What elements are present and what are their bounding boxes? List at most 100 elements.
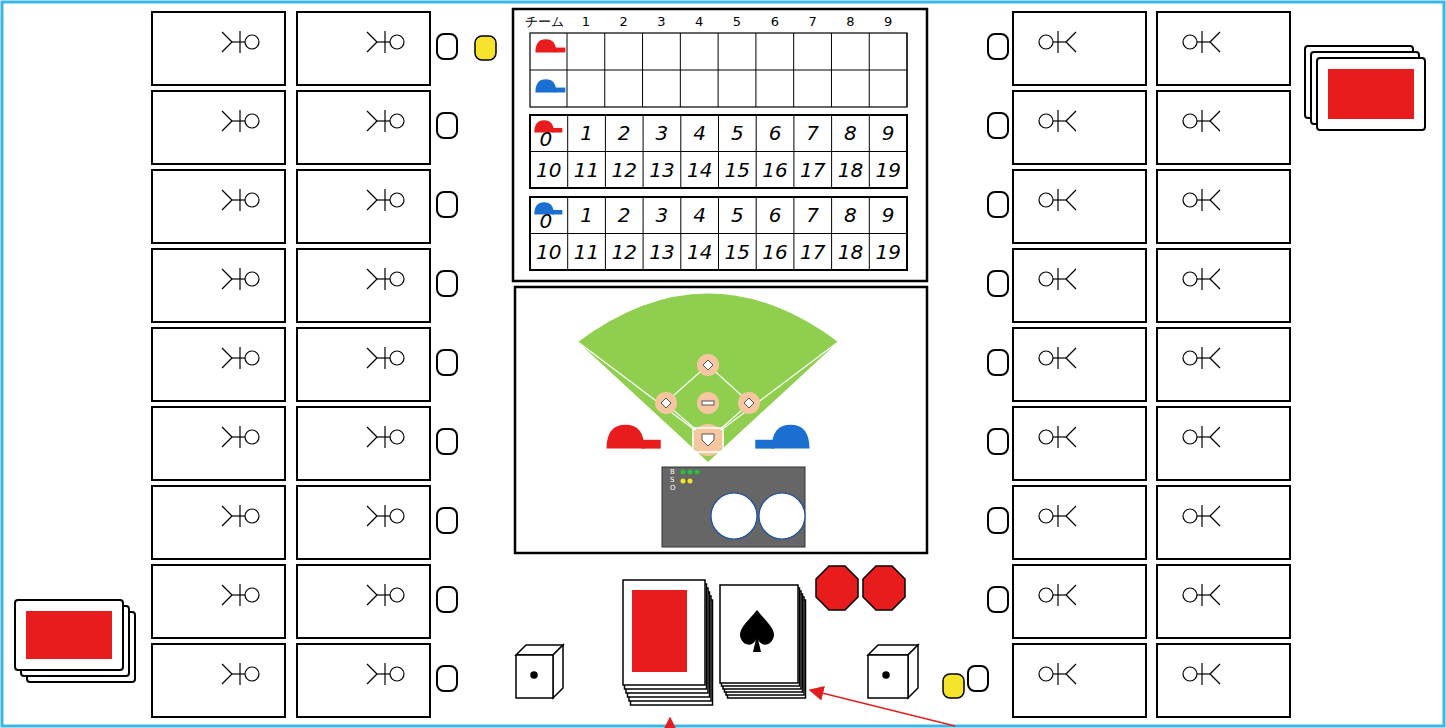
counter-number: 9	[869, 115, 907, 152]
counter-number: 16	[756, 152, 794, 189]
card-back	[1317, 58, 1425, 130]
marker-slot	[988, 271, 1008, 296]
player-card	[1157, 249, 1290, 322]
player-card	[1013, 407, 1146, 480]
counter-number: 3	[643, 115, 681, 152]
counter-number: 0	[527, 203, 565, 240]
marker-slot	[437, 113, 457, 138]
player-card	[297, 565, 430, 638]
pointer-arrow	[670, 690, 955, 728]
player-figure	[367, 268, 404, 290]
counter-number: 1	[568, 115, 606, 152]
counter-number: 2	[605, 197, 643, 234]
player-card	[1013, 249, 1146, 322]
player-card	[297, 91, 430, 164]
player-figure	[1039, 584, 1076, 606]
player-card	[297, 170, 430, 243]
counter-number: 13	[643, 152, 681, 189]
score-header: 2	[605, 12, 643, 30]
score-header: 3	[643, 12, 681, 30]
card-back-pattern	[632, 590, 687, 672]
counter-number: 13	[643, 234, 681, 271]
score-header: 1	[567, 12, 605, 30]
card-face	[720, 585, 798, 683]
marker-slot	[988, 429, 1008, 454]
marker-slot	[988, 508, 1008, 533]
count-letter: S	[670, 476, 678, 484]
count-letter: O	[670, 484, 678, 492]
player-card	[152, 644, 285, 717]
player-card	[1013, 12, 1146, 85]
marker-slot	[437, 192, 457, 217]
counter-number: 3	[643, 197, 681, 234]
marker-slot	[437, 429, 457, 454]
counter-number: 5	[719, 115, 757, 152]
player-figure	[1039, 505, 1076, 527]
player-figure	[222, 426, 259, 448]
counter-number: 12	[605, 152, 643, 189]
counter-number: 19	[869, 234, 907, 271]
player-card	[152, 249, 285, 322]
marker-slot	[437, 34, 457, 59]
counter-number: 19	[869, 152, 907, 189]
player-figure	[1039, 189, 1076, 211]
player-figure	[1183, 505, 1220, 527]
marker-slot	[988, 350, 1008, 375]
count-letter: B	[670, 468, 678, 476]
player-figure	[1039, 268, 1076, 290]
counter-number: 6	[756, 115, 794, 152]
player-card	[297, 644, 430, 717]
player-card	[152, 407, 285, 480]
player-figure	[222, 110, 259, 132]
player-figure	[1183, 347, 1220, 369]
player-figure	[1183, 584, 1220, 606]
marker-slot	[968, 666, 988, 691]
counter-number: 18	[832, 152, 870, 189]
player-cards	[152, 12, 1290, 717]
score-header: 7	[794, 12, 832, 30]
player-figure	[1183, 268, 1220, 290]
player-card	[152, 565, 285, 638]
counter-number: 8	[832, 115, 870, 152]
yellow-marker	[475, 36, 496, 60]
player-card	[1157, 407, 1290, 480]
scoreboard	[513, 9, 927, 281]
player-figure	[222, 505, 259, 527]
counter-number: 11	[568, 234, 606, 271]
field-panel	[515, 287, 927, 553]
marker-slot	[437, 350, 457, 375]
counter-number: 12	[605, 234, 643, 271]
player-card	[297, 328, 430, 401]
player-card	[152, 170, 285, 243]
counter-number: 8	[832, 197, 870, 234]
counter-number: 2	[605, 115, 643, 152]
player-card	[1013, 91, 1146, 164]
player-card	[1157, 565, 1290, 638]
marker-slot	[437, 271, 457, 296]
counter-number: 7	[794, 115, 832, 152]
player-figure	[367, 584, 404, 606]
marker-slot	[988, 34, 1008, 59]
player-card	[1157, 91, 1290, 164]
grid-line	[530, 70, 907, 71]
player-figure	[367, 31, 404, 53]
player-figure	[1039, 426, 1076, 448]
counter-number: 18	[832, 234, 870, 271]
player-card	[297, 486, 430, 559]
player-figure	[222, 268, 259, 290]
player-figure	[1183, 31, 1220, 53]
grid-line	[530, 151, 907, 152]
player-figure	[1183, 663, 1220, 685]
counter-number: 4	[681, 115, 719, 152]
card-back-pattern	[1328, 69, 1414, 119]
counter-number: 6	[756, 197, 794, 234]
counter-number: 4	[681, 197, 719, 234]
player-card	[297, 12, 430, 85]
marker-slot	[437, 666, 457, 691]
score-header: 6	[756, 12, 794, 30]
player-figure	[222, 584, 259, 606]
counter-number: 15	[719, 152, 757, 189]
